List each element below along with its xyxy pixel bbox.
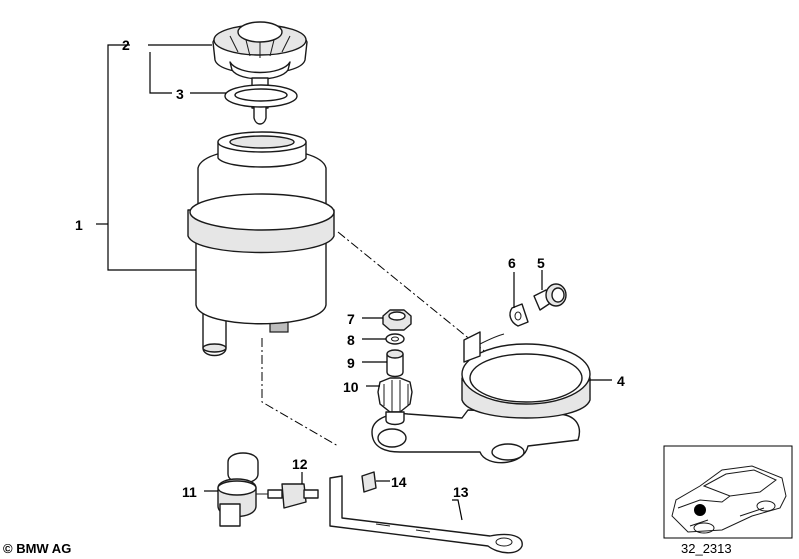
inset-frame (663, 445, 793, 539)
oil-reservoir[interactable] (187, 131, 335, 357)
reservoir-bracket[interactable] (371, 331, 591, 464)
callout-9: 9 (347, 355, 355, 371)
spacer-sleeve[interactable] (386, 349, 404, 378)
reservoir-cap[interactable] (212, 21, 308, 125)
callout-3: 3 (176, 86, 184, 102)
holder-strip[interactable] (329, 475, 523, 554)
screw[interactable] (533, 283, 567, 311)
small-nut[interactable] (361, 471, 377, 493)
clip-nut[interactable] (509, 303, 529, 327)
callout-4: 4 (617, 373, 625, 389)
callout-13: 13 (453, 484, 469, 500)
callout-1: 1 (75, 217, 83, 233)
location-marker-icon (694, 504, 706, 516)
copyright-label: © BMW AG (3, 541, 71, 556)
rubber-buffer[interactable] (267, 483, 319, 509)
callout-5: 5 (537, 255, 545, 271)
vehicle-locator-inset (663, 445, 793, 539)
callout-6: 6 (508, 255, 516, 271)
callout-2: 2 (122, 37, 130, 53)
hose-clamp[interactable] (217, 452, 278, 527)
washer[interactable] (385, 333, 405, 345)
callout-7: 7 (347, 311, 355, 327)
sealing-ring[interactable] (224, 84, 298, 108)
callout-11: 11 (182, 484, 197, 500)
callout-12: 12 (292, 456, 308, 472)
callout-10: 10 (343, 379, 359, 395)
car-outline-icon (671, 465, 787, 534)
leader-lines (96, 44, 612, 521)
rubber-mount[interactable] (377, 377, 413, 426)
callout-numbers: 1 2 3 4 5 6 7 8 9 10 11 12 13 14 (75, 37, 625, 500)
callout-8: 8 (347, 332, 355, 348)
callout-14: 14 (391, 474, 407, 490)
hex-nut[interactable] (382, 309, 412, 331)
diagram-code: 32_2313 (681, 541, 732, 556)
